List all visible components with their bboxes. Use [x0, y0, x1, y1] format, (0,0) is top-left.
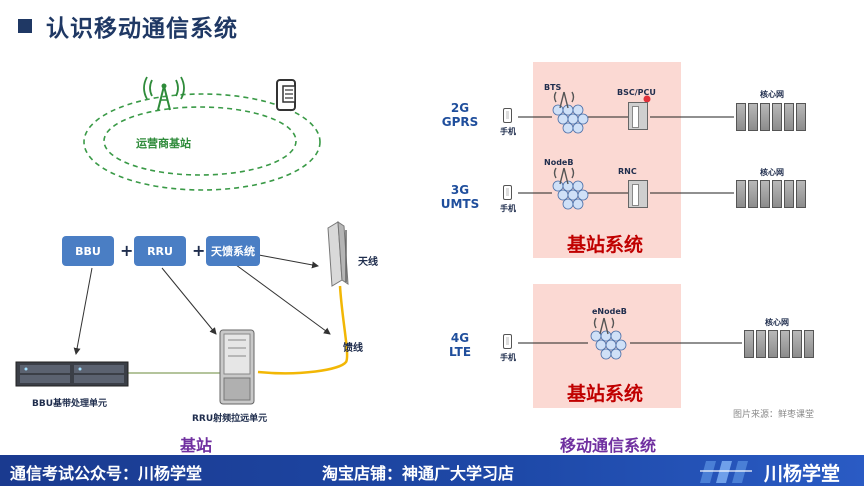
arrow-rru-to-unit [161, 267, 217, 335]
left-caption: 基站 [180, 436, 213, 455]
coverage-ellipse-inner [103, 106, 297, 176]
bts-tower-icon-3g [553, 167, 575, 185]
rru-unit [219, 329, 255, 405]
tech-umts-name: UMTS [440, 197, 480, 211]
rru-unit-label: RRU射频拉远单元 [192, 414, 268, 424]
phone-label-3g: 手机 [500, 204, 516, 213]
footer-bar: 通信考试公众号：川杨学堂 淘宝店铺：神通广大学习店 川杨学堂 [0, 455, 864, 486]
feeder-cable [257, 285, 349, 375]
bss-label-lower: 基站系统 [567, 383, 644, 405]
tech-lte-name: LTE [448, 345, 472, 359]
bbu-unit-label: BBU基带处理单元 [32, 399, 108, 409]
gen-2g-label: 2G GPRS [430, 101, 490, 129]
title-bar: 认识移动通信系统 [18, 10, 238, 42]
coverage-ellipse-outer [83, 93, 321, 191]
gen-2g-name: 2G [450, 101, 470, 115]
footer-shop-text: 淘宝店铺：神通广大学习店 [322, 464, 515, 483]
image-source-note: 图片来源：鲜枣课堂 [733, 410, 815, 420]
core-rack-4g [744, 330, 814, 358]
phone-icon-3g [503, 185, 512, 200]
bss-label-upper: 基站系统 [567, 234, 644, 256]
core-rack-2g [736, 103, 806, 131]
gen-4g-label: 4G LTE [430, 331, 490, 359]
phone-icon-4g [503, 334, 512, 349]
core-label-4g: 核心网 [765, 318, 789, 327]
bts-cell-cluster-2g [552, 104, 589, 134]
arrow-feeder-to-cable [231, 261, 331, 335]
antenna-feeder-box: 天馈系统 [206, 236, 260, 266]
bsc-server-icon [628, 102, 648, 130]
gen-3g-name: 3G [450, 183, 470, 197]
rru-box: RRU [134, 236, 186, 266]
bts-cell-cluster-4g [590, 330, 627, 360]
feeder-label: 馈线 [343, 343, 363, 354]
footer-logo-text: 川杨学堂 [764, 463, 841, 485]
bts-label-3g: NodeB [544, 158, 574, 167]
rnc-server-icon [628, 180, 648, 208]
bts-tower-icon-2g [553, 91, 575, 109]
bts-label-2g: BTS [544, 83, 562, 92]
controller-label-3g: RNC [618, 167, 637, 176]
highlight-dot [643, 95, 651, 103]
bts-label-4g: eNodeB [592, 307, 627, 316]
antenna-panel-icon [327, 221, 349, 287]
core-label-2g: 核心网 [760, 90, 784, 99]
bbu-chassis [15, 361, 129, 387]
operator-station-label: 运营商基站 [136, 137, 191, 150]
phone-icon-2g [503, 108, 512, 123]
title-bullet [18, 19, 32, 33]
gen-3g-label: 3G UMTS [430, 183, 490, 211]
controller-label-2g: BSC/PCU [617, 88, 656, 97]
page-title: 认识移动通信系统 [46, 16, 238, 42]
bts-tower-icon-4g [593, 317, 615, 335]
plus-sign-2: + [192, 241, 206, 260]
gen-4g-name: 4G [450, 331, 470, 345]
right-caption: 移动通信系统 [560, 436, 657, 455]
mobile-phone-icon [276, 79, 296, 111]
bts-cell-cluster-3g [552, 180, 589, 210]
antenna-label: 天线 [358, 257, 378, 268]
core-rack-3g [736, 180, 806, 208]
operator-tower-icon [143, 76, 185, 111]
bss-panel-2g3g [533, 62, 681, 258]
tech-gprs-name: GPRS [441, 115, 479, 129]
brand-logo-icon [700, 461, 752, 483]
arrow-bbu-to-unit [73, 267, 93, 355]
phone-label-2g: 手机 [500, 127, 516, 136]
core-label-3g: 核心网 [760, 168, 784, 177]
plus-sign-1: + [120, 241, 134, 260]
bbu-box: BBU [62, 236, 114, 266]
phone-label-4g: 手机 [500, 353, 516, 362]
footer-wechat-text: 通信考试公众号：川杨学堂 [10, 464, 203, 483]
